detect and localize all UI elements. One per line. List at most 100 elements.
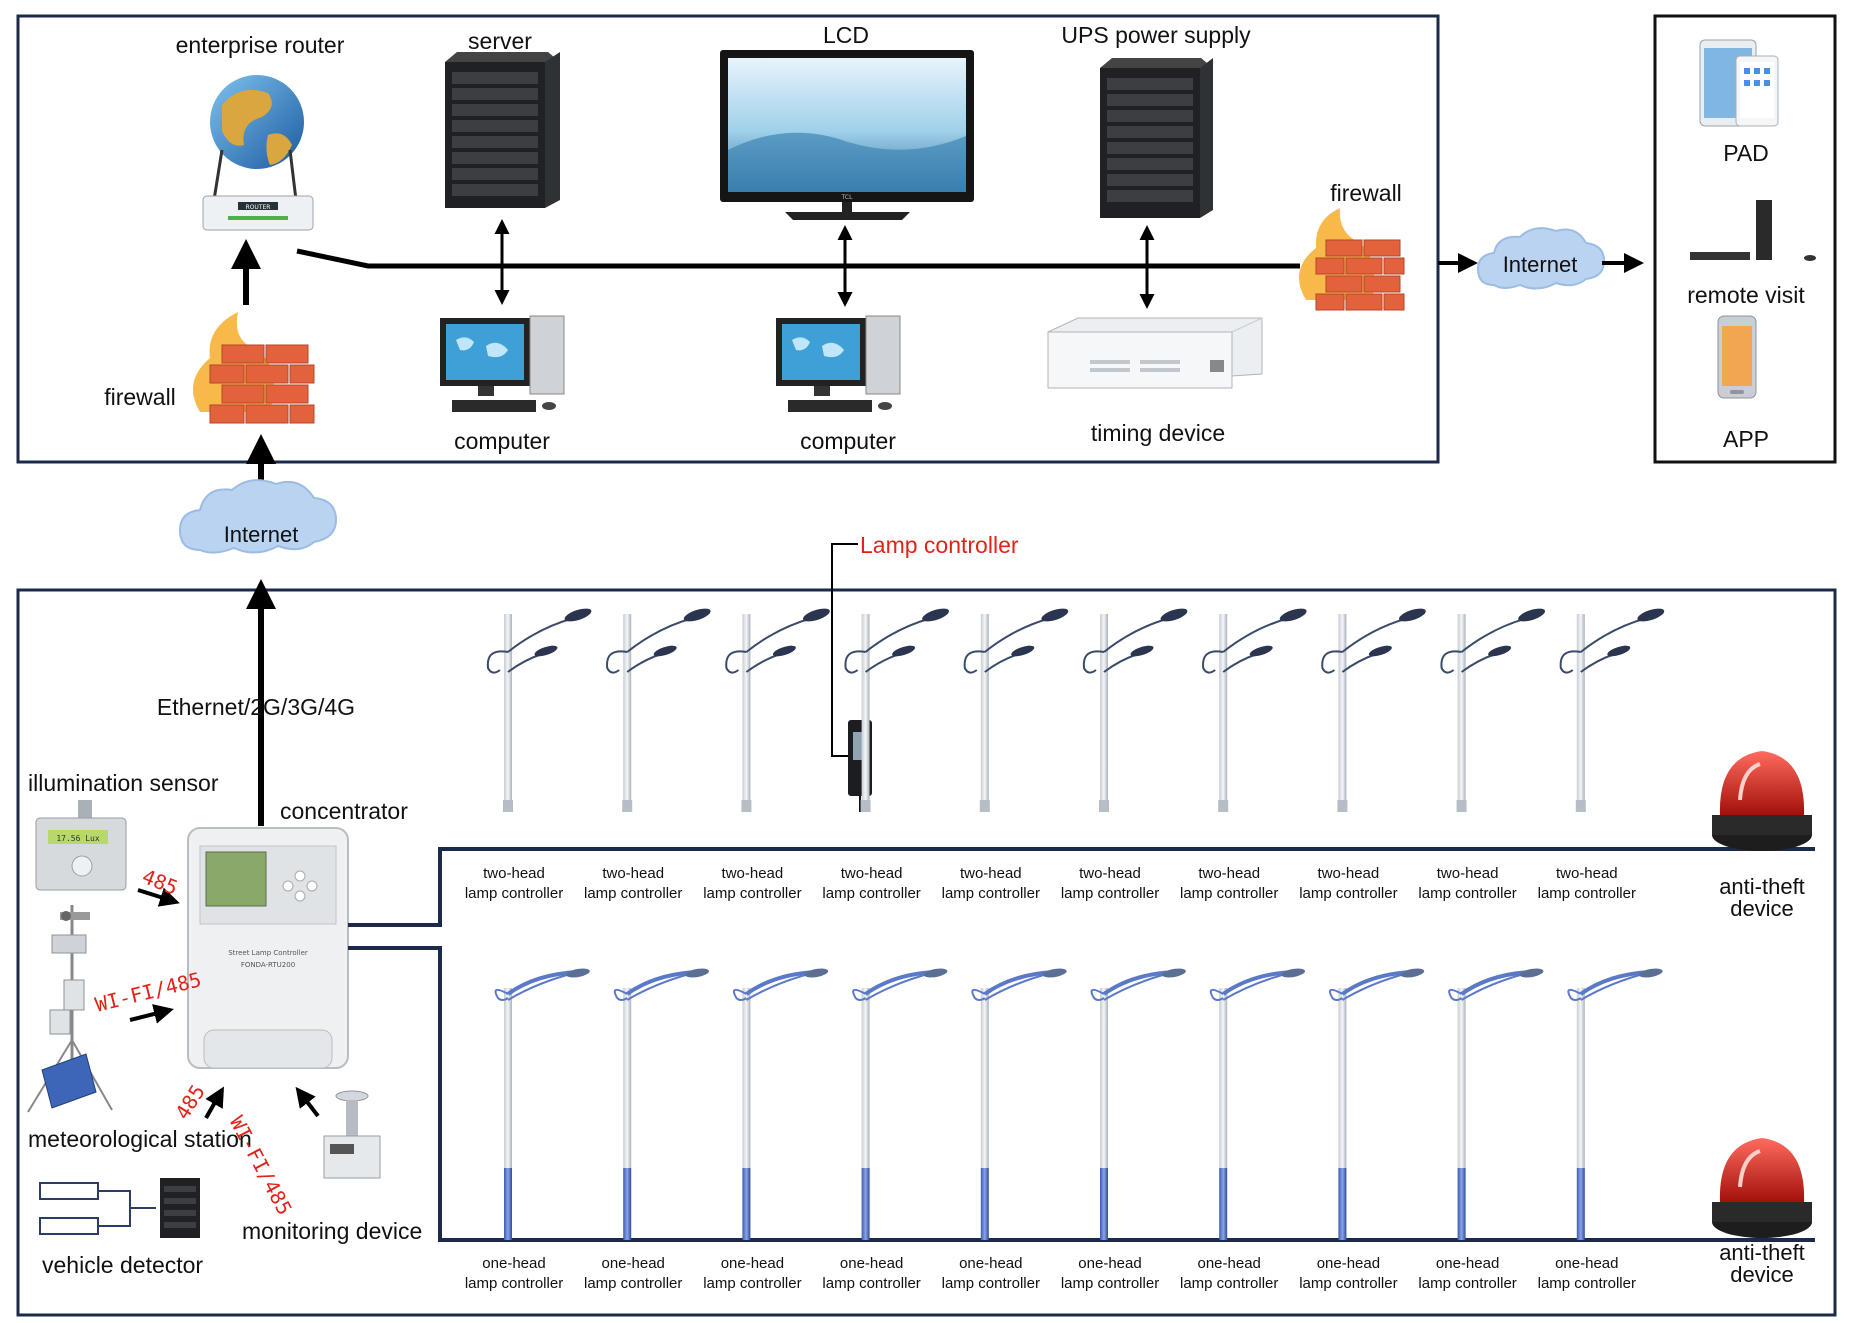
- one-head-pole: [494, 968, 590, 1240]
- one-head-label-line2: lamp controller: [1418, 1275, 1517, 1292]
- two-head-label-line1: two-head: [959, 865, 1022, 882]
- ups-icon: [1100, 58, 1213, 218]
- one-head-pole: [1329, 968, 1425, 1240]
- two-head-label-line2: lamp controller: [703, 885, 802, 902]
- two-head-label-line2: lamp controller: [1537, 885, 1636, 902]
- one-head-pole: [733, 968, 829, 1240]
- one-head-controller-label: one-head lamp controller: [1061, 1254, 1159, 1294]
- firewall-right-label: firewall: [1330, 180, 1402, 206]
- two-head-label-line1: two-head: [1436, 865, 1499, 882]
- router-icon: ROUTER: [202, 75, 314, 231]
- one-head-controller-label: one-head lamp controller: [1180, 1254, 1278, 1294]
- one-head-pole: [852, 968, 948, 1240]
- timing-device-label: timing device: [1090, 420, 1226, 446]
- lamp-controller-callout-line: [831, 543, 858, 757]
- two-head-label-line1: two-head: [1317, 865, 1380, 882]
- one-head-label-line2: lamp controller: [941, 1275, 1040, 1292]
- two-head-label-line1: two-head: [1198, 865, 1261, 882]
- one-head-pole-row: [494, 968, 1663, 1240]
- one-head-label-line1: one-head: [839, 1255, 904, 1272]
- one-head-controller-label: one-head lamp controller: [1299, 1254, 1397, 1294]
- monitoring-device-icon: [323, 1090, 381, 1179]
- two-head-label-line2: lamp controller: [1180, 885, 1279, 902]
- arrow-485-to-concentrator: [204, 1086, 224, 1119]
- concentrator-title: Street Lamp Controller: [228, 949, 308, 957]
- one-head-label-line1: one-head: [1316, 1255, 1381, 1272]
- one-head-label-line2: lamp controller: [703, 1275, 802, 1292]
- one-head-pole: [1448, 968, 1544, 1240]
- two-head-controller-label: two-head lamp controller: [942, 864, 1040, 904]
- one-head-pole: [971, 968, 1067, 1240]
- one-head-label-line2: lamp controller: [1299, 1275, 1398, 1292]
- two-head-pole: [1321, 608, 1426, 812]
- one-head-bus: [348, 946, 1815, 1242]
- one-head-label-line2: lamp controller: [822, 1275, 921, 1292]
- two-head-bus: [348, 847, 1815, 927]
- one-head-label-line2: lamp controller: [584, 1275, 683, 1292]
- two-head-controller-label: two-head lamp controller: [703, 864, 801, 904]
- two-head-controller-label: two-head lamp controller: [1180, 864, 1278, 904]
- timing-device-icon: [1047, 317, 1263, 389]
- computer-2-icon: [776, 315, 901, 412]
- sensor-display: 17.56 Lux: [56, 834, 100, 843]
- phone-icon: [1717, 315, 1757, 399]
- two-head-label-line2: lamp controller: [1060, 885, 1160, 902]
- vehicle-detector-label: vehicle detector: [42, 1252, 204, 1278]
- one-head-controller-label: one-head lamp controller: [822, 1254, 920, 1294]
- firewall-right-icon: [1298, 208, 1405, 311]
- vehicle-detector-icon: [39, 1178, 200, 1238]
- ups-label: UPS power supply: [1061, 22, 1251, 48]
- app-label: APP: [1722, 426, 1770, 452]
- one-head-label-line2: lamp controller: [1180, 1275, 1279, 1292]
- link-label: Ethernet/2G/3G/4G: [156, 694, 356, 720]
- two-head-label-line1: two-head: [1079, 865, 1141, 882]
- tv-brand: TCL: [841, 194, 854, 201]
- two-head-pole: [1202, 608, 1307, 812]
- two-head-label-line1: two-head: [721, 865, 784, 882]
- one-head-label-line2: lamp controller: [1537, 1275, 1636, 1292]
- illumination-sensor-icon: 17.56 Lux: [35, 800, 127, 891]
- siren-2-icon: [1712, 1138, 1812, 1238]
- one-head-label-line2: lamp controller: [1060, 1275, 1160, 1292]
- one-head-label-line1: one-head: [720, 1255, 785, 1272]
- two-head-label-line2: lamp controller: [584, 885, 683, 902]
- one-head-controller-label: one-head lamp controller: [703, 1254, 801, 1294]
- one-head-label-line1: one-head: [1555, 1255, 1619, 1272]
- two-head-label-line1: two-head: [483, 865, 545, 882]
- one-head-label-line1: one-head: [1078, 1255, 1142, 1272]
- computer-2-label: computer: [800, 428, 896, 454]
- two-head-pole: [844, 608, 950, 812]
- server-icon: [445, 52, 560, 208]
- anti-theft-1-label: anti-theft device: [1719, 874, 1805, 921]
- concentrator-label: concentrator: [280, 798, 408, 824]
- remote-frame: [1653, 14, 1837, 464]
- two-head-label-line1: two-head: [602, 865, 665, 882]
- two-head-pole: [606, 608, 711, 812]
- meteorological-station-icon: [27, 905, 113, 1113]
- anti-theft-2-label: anti-theft device: [1719, 1240, 1805, 1287]
- two-head-pole: [725, 608, 830, 812]
- one-head-pole: [1090, 968, 1186, 1240]
- pad-label: PAD: [1723, 140, 1769, 166]
- one-head-label-line2: lamp controller: [464, 1275, 564, 1292]
- two-head-label-line1: two-head: [840, 865, 903, 882]
- two-head-controller-label: two-head lamp controller: [1061, 864, 1159, 904]
- lcd-tv-icon: TCL: [720, 50, 974, 220]
- remote-visit-label: remote visit: [1687, 282, 1805, 308]
- two-head-label-line2: lamp controller: [941, 885, 1040, 902]
- internet-right-cloud: [1476, 227, 1606, 290]
- illumination-sensor-label: illumination sensor: [28, 770, 219, 796]
- server-label: server: [468, 28, 532, 54]
- enterprise-router-label: enterprise router: [175, 32, 345, 58]
- top-frame: [16, 14, 1440, 464]
- concentrator-model: FONDA-RTU200: [241, 961, 295, 969]
- one-head-pole: [1567, 968, 1663, 1240]
- one-head-label-line1: one-head: [1197, 1255, 1261, 1272]
- one-head-label-line1: one-head: [1435, 1255, 1500, 1272]
